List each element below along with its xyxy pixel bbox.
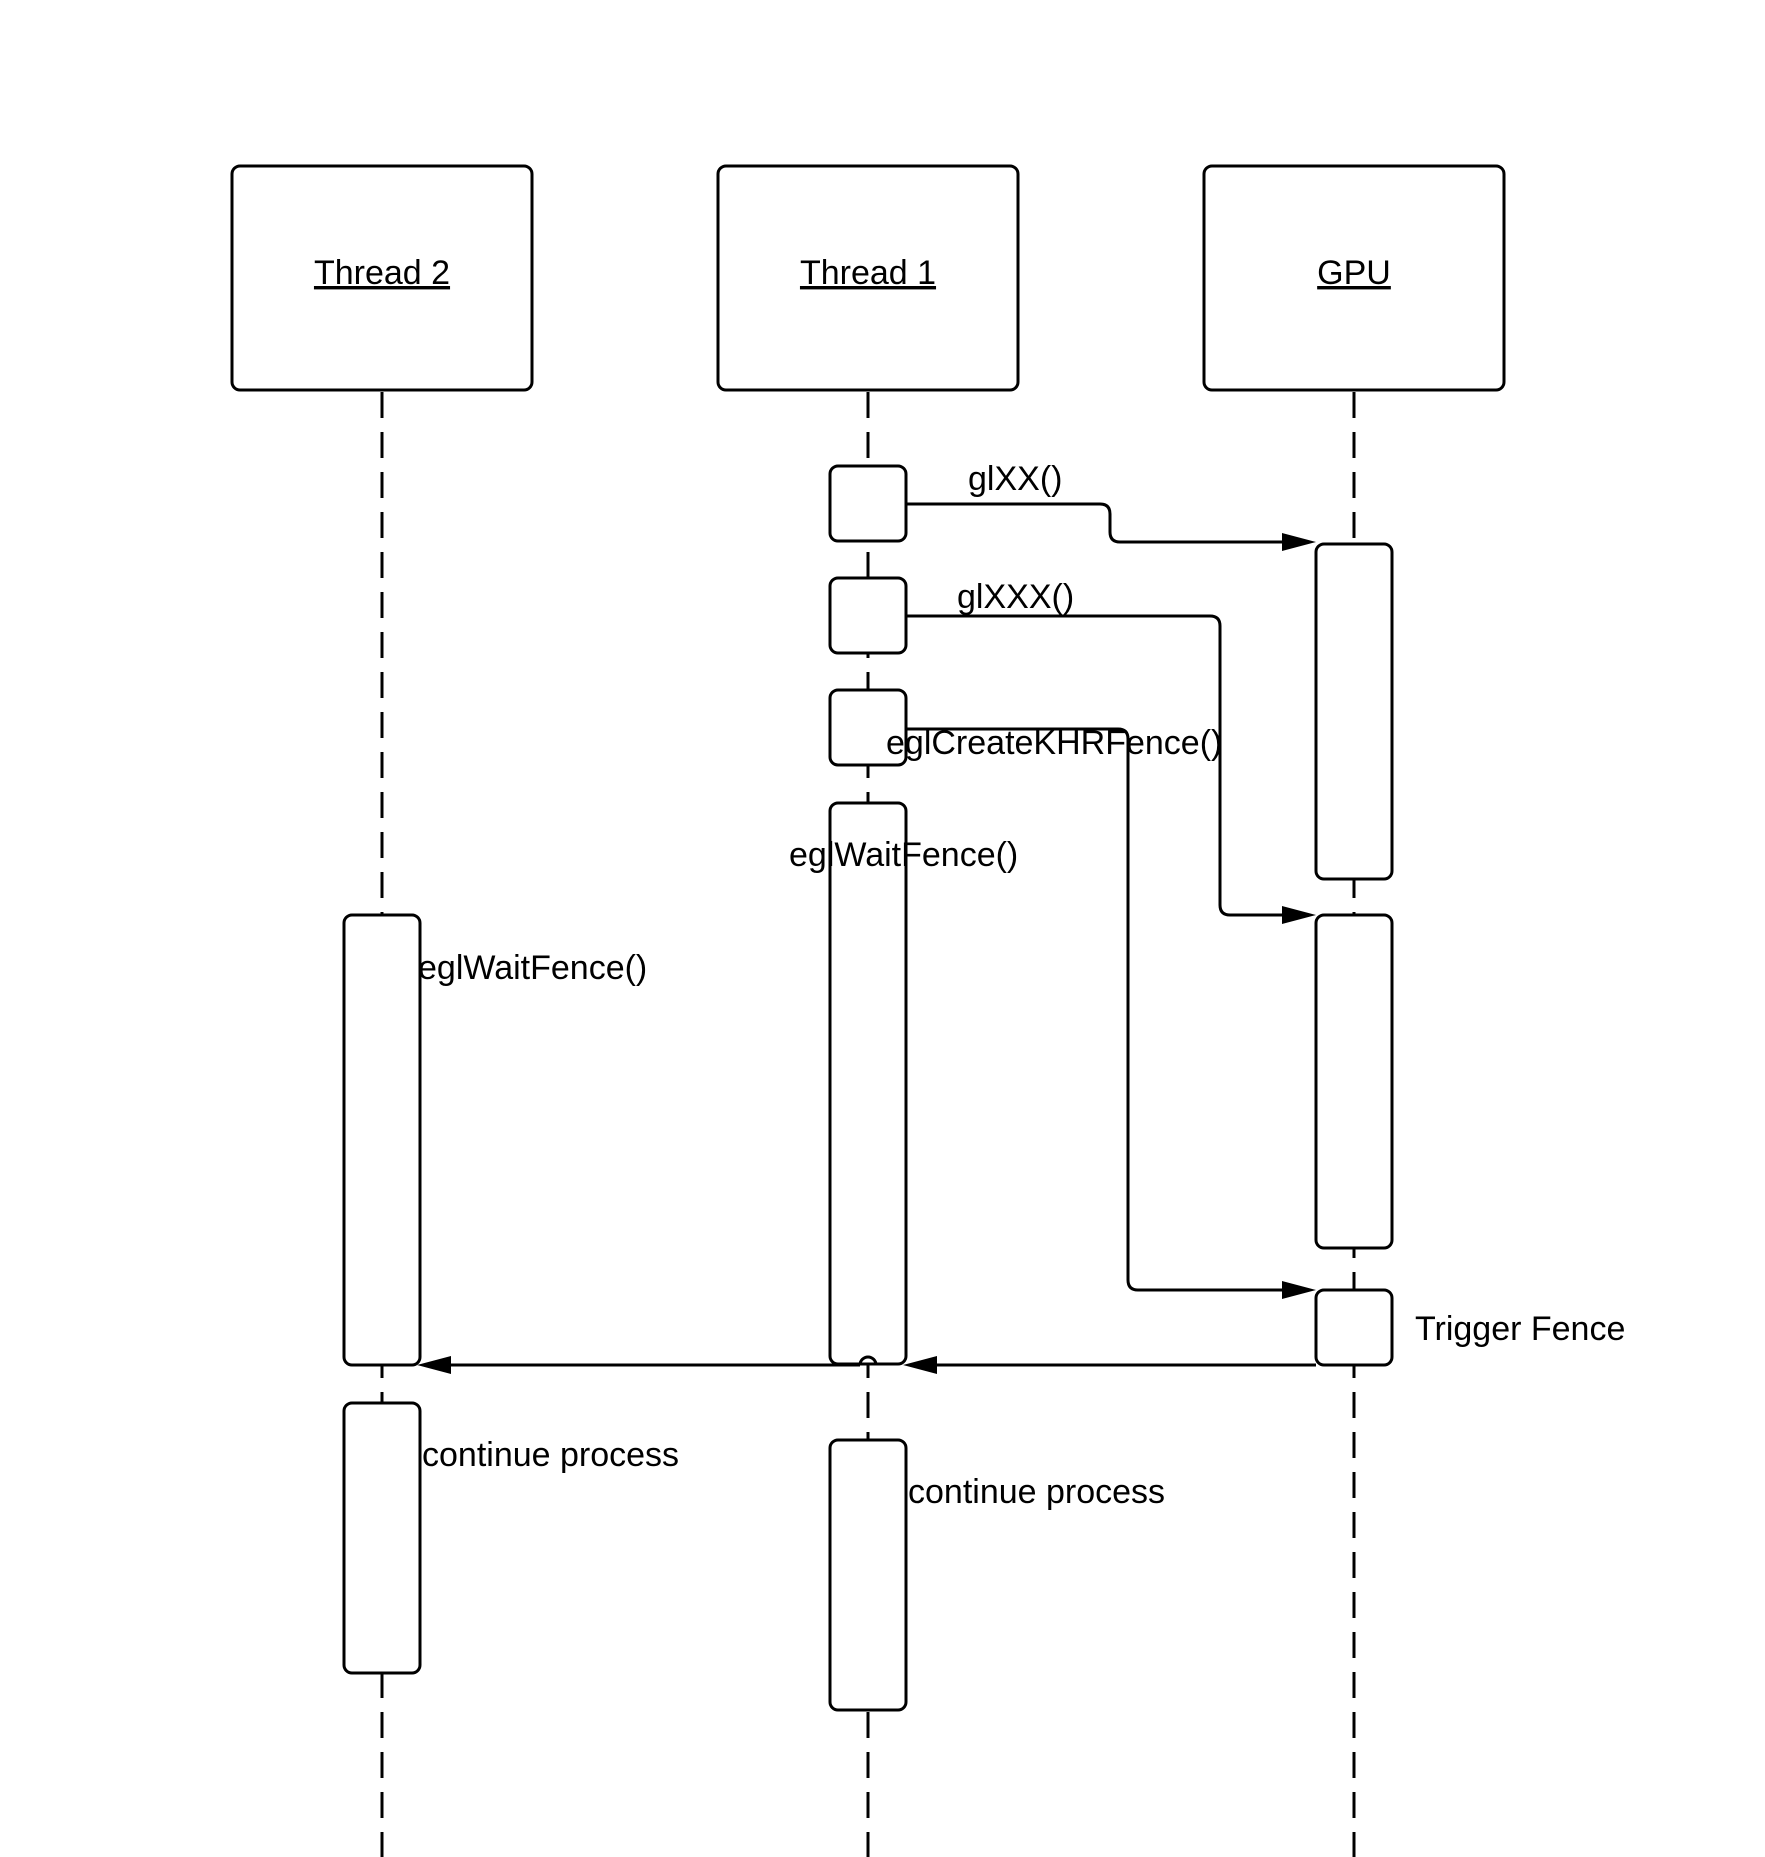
participant-thread1: Thread 1 (716, 164, 1020, 392)
message-fence-signal (417, 1355, 1316, 1374)
message-glxxx: glXXX() (906, 578, 1316, 924)
thread2-activation-wait-fence (342, 913, 422, 1367)
message-glxx-arrowhead (1282, 533, 1316, 551)
thread1-activation-glxxx (828, 576, 908, 655)
message-glxxx-line (906, 614, 1290, 917)
label-wait-fence-thread1: eglWaitFence() (789, 836, 1018, 874)
message-glxx-line (906, 502, 1290, 544)
gpu-activation-trigger-fence (1314, 1288, 1394, 1367)
thread1-activation-glxx (828, 464, 908, 543)
label-trigger-fence: Trigger Fence (1415, 1310, 1625, 1348)
message-signal-thread2-arrowhead (417, 1356, 451, 1374)
message-signal-line-hop (858, 1355, 878, 1366)
message-glxxx-label: glXXX() (957, 578, 1074, 616)
thread2-activation-continue (342, 1401, 422, 1675)
participant-gpu-box (1202, 164, 1506, 392)
participant-thread2-box (230, 164, 534, 392)
thread1-activation-wait-fence (828, 801, 908, 1366)
participant-thread1-box (716, 164, 1020, 392)
label-wait-fence-thread2: eglWaitFence() (418, 949, 647, 987)
label-continue-thread1: continue process (908, 1473, 1165, 1511)
label-continue-thread2: continue process (422, 1436, 679, 1474)
message-glxx-label: glXX() (968, 460, 1062, 498)
message-glxx: glXX() (906, 460, 1316, 551)
participant-thread2-label: Thread 2 (314, 254, 450, 292)
thread1-activation-continue (828, 1438, 908, 1712)
message-create-fence: eglCreateKHRFence() (886, 724, 1316, 1299)
message-create-fence-line (906, 727, 1290, 1292)
gpu-activation-glxx (1314, 542, 1394, 881)
message-glxxx-arrowhead (1282, 906, 1316, 924)
gpu-activation-glxxx (1314, 913, 1394, 1250)
message-create-fence-arrowhead (1282, 1281, 1316, 1299)
participant-gpu: GPU (1202, 164, 1506, 392)
message-create-fence-label: eglCreateKHRFence() (886, 724, 1222, 762)
participant-thread1-label: Thread 1 (800, 254, 936, 292)
message-signal-thread1-arrowhead (903, 1356, 937, 1374)
participant-thread2: Thread 2 (230, 164, 534, 392)
participant-gpu-label: GPU (1317, 254, 1391, 292)
